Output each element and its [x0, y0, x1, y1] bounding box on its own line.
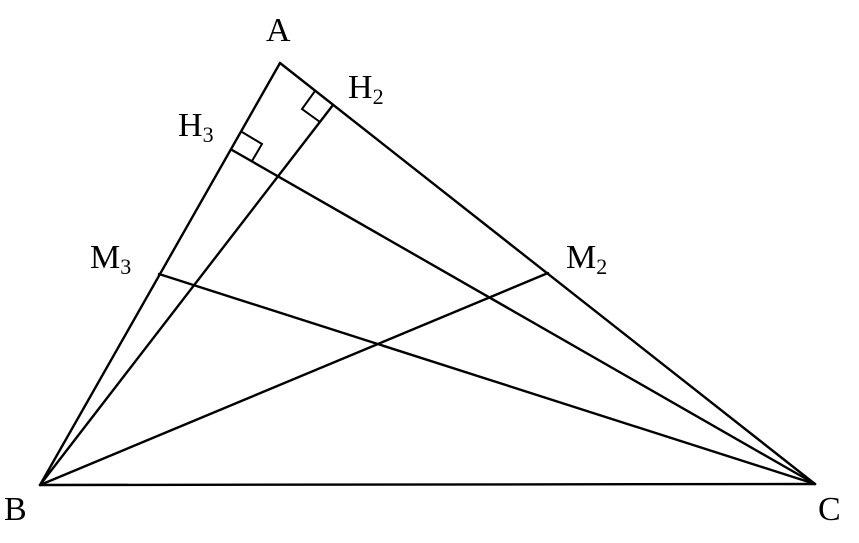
vertex-label-b: B	[4, 491, 27, 528]
point-label-m2-base: M	[566, 239, 596, 276]
point-label-m3: M3	[90, 239, 131, 279]
point-label-h2-sub: 2	[373, 84, 384, 109]
vertex-label-c: C	[818, 491, 841, 528]
point-label-h3-sub: 3	[203, 122, 214, 147]
point-label-m3-base: M	[90, 239, 120, 276]
altitude-b-h2	[38, 103, 335, 487]
point-label-m3-sub: 3	[120, 254, 131, 279]
median-c-m3	[157, 272, 817, 486]
point-label-h2: H2	[348, 69, 384, 109]
point-label-h3: H3	[178, 107, 214, 147]
point-label-m2-sub: 2	[596, 254, 607, 279]
right-angle-h3-mark	[241, 131, 264, 162]
right-angle-h2-mark	[300, 90, 321, 123]
side-bc	[38, 482, 817, 487]
point-label-m2: M2	[566, 239, 607, 279]
vertex-label-a: A	[266, 12, 291, 49]
altitude-c-h3	[230, 148, 817, 486]
median-b-m2	[38, 271, 550, 487]
point-label-h2-base: H	[348, 69, 373, 106]
point-label-h3-base: H	[178, 107, 203, 144]
